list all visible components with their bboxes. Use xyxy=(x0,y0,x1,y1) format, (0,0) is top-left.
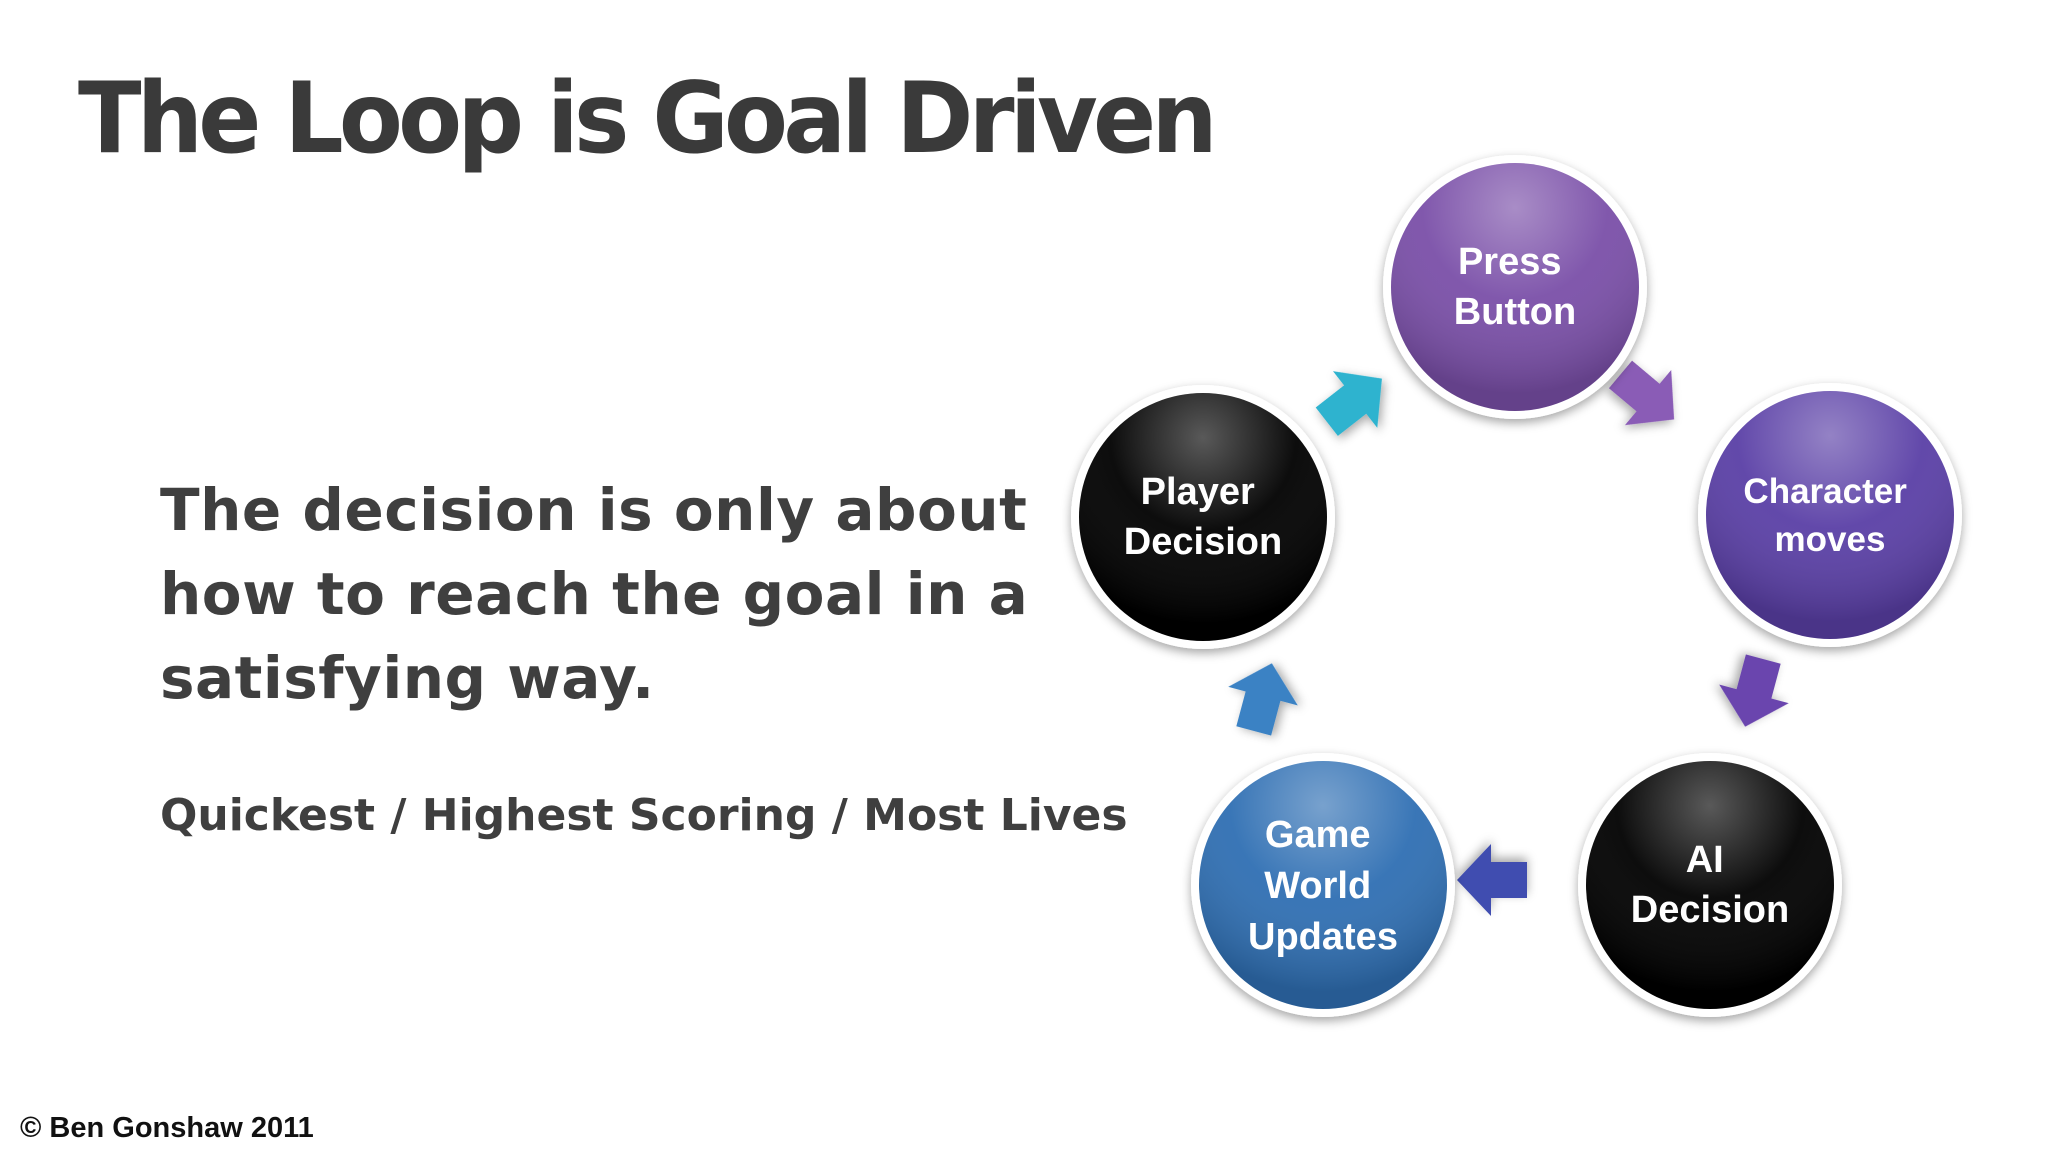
arrow-shape xyxy=(1228,663,1298,736)
node-label: Character moves xyxy=(1743,472,1916,559)
arrow-shape xyxy=(1457,844,1527,916)
arrow-player-to-press xyxy=(1315,371,1382,436)
goal-options: Quickest / Highest Scoring / Most Lives xyxy=(160,790,1128,841)
arrow-shape xyxy=(1608,360,1675,426)
node-gloss xyxy=(1199,761,1447,1009)
arrow-character-to-ai xyxy=(1719,654,1789,727)
node-game-world-updates: Game World Updates xyxy=(1191,753,1455,1017)
node-gloss xyxy=(1391,163,1639,411)
node-label: AI Decision xyxy=(1631,839,1789,931)
node-label: Player Decision xyxy=(1124,471,1282,563)
slide-title: The Loop is Goal Driven xyxy=(78,62,1218,176)
node-character-moves: Character moves xyxy=(1698,383,1962,647)
arrow-press-to-character xyxy=(1608,360,1675,426)
node-gloss xyxy=(1586,761,1834,1009)
node-player-decision: Player Decision xyxy=(1071,385,1335,649)
arrow-world-to-player xyxy=(1228,663,1298,736)
arrow-shape xyxy=(1315,371,1382,436)
main-statement: The decision is only about how to reach … xyxy=(160,476,1029,712)
copyright-notice: © Ben Gonshaw 2011 xyxy=(20,1112,314,1144)
node-label: Game World Updates xyxy=(1248,814,1398,958)
node-ai-decision: AI Decision xyxy=(1578,753,1842,1017)
arrow-shape xyxy=(1719,654,1789,727)
node-gloss xyxy=(1706,391,1954,639)
node-label: Press Button xyxy=(1454,241,1576,333)
node-gloss xyxy=(1079,393,1327,641)
node-press-button: Press Button xyxy=(1383,155,1647,419)
arrow-ai-to-world xyxy=(1457,844,1527,916)
